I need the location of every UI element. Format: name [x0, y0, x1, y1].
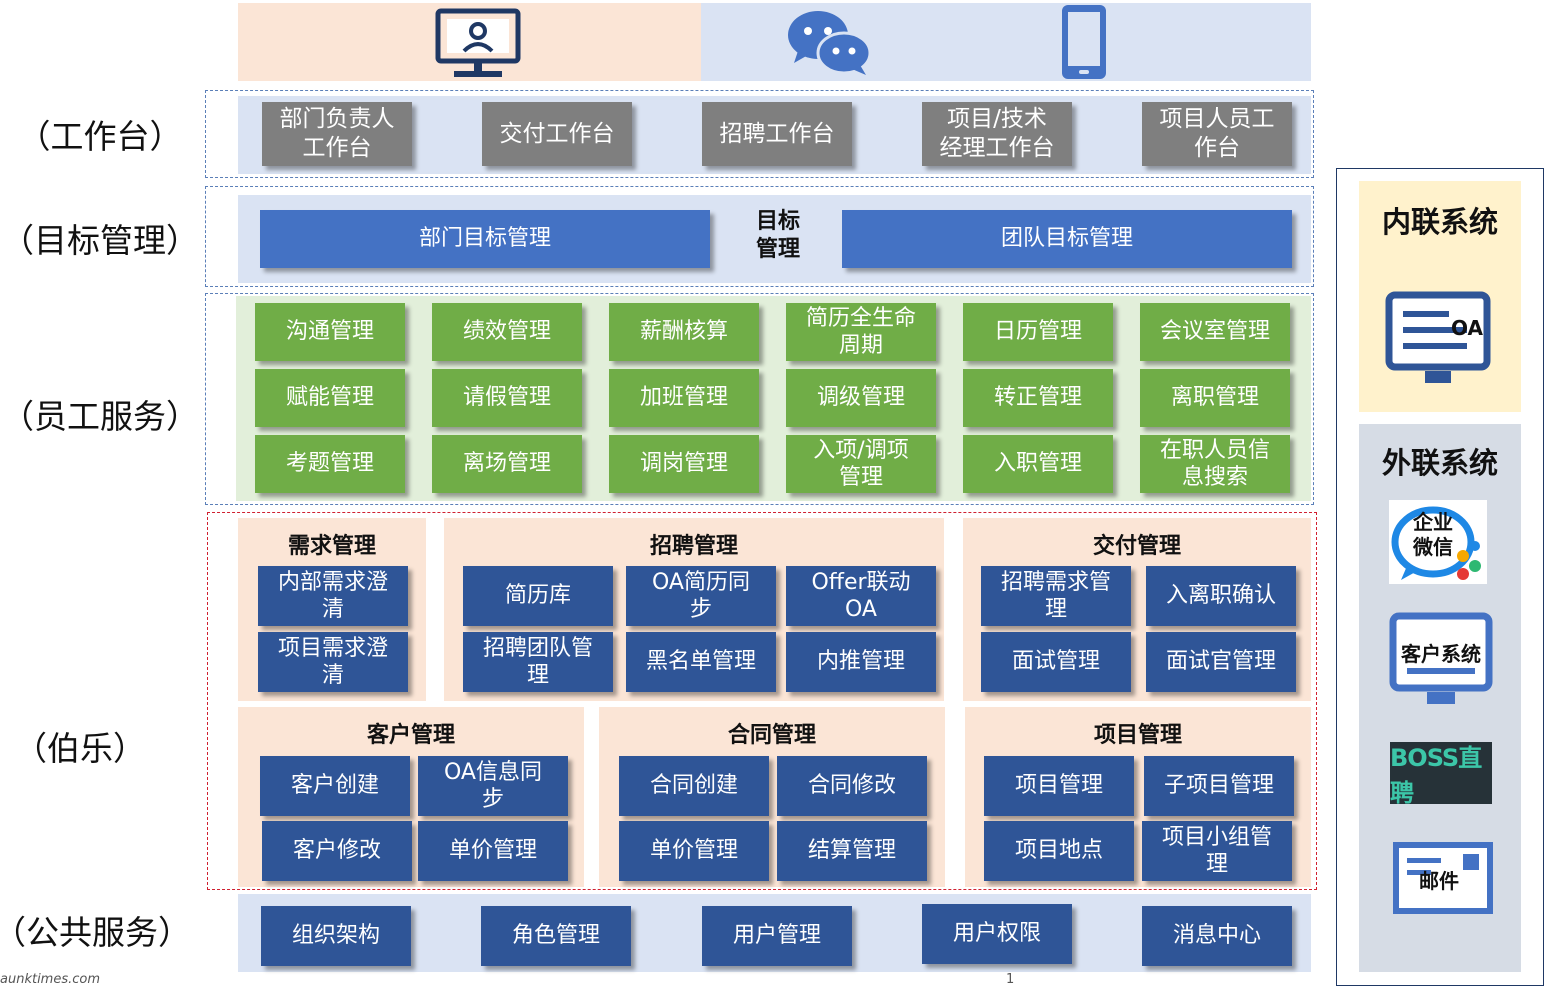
delivery-title: 交付管理: [1092, 534, 1181, 559]
project-location[interactable]: 项目地点: [984, 821, 1134, 881]
demand-project-clarify[interactable]: 项目需求澄清: [258, 632, 408, 692]
wecom-label: 企业 微信: [1413, 510, 1453, 559]
delivery-interview[interactable]: 面试管理: [981, 632, 1131, 692]
employee-service-item[interactable]: 入项/调项管理: [786, 435, 936, 493]
contract-modify[interactable]: 合同修改: [777, 756, 927, 816]
row-label-public: （公共服务）: [0, 913, 191, 952]
employee-service-item[interactable]: 日历管理: [963, 303, 1113, 361]
row-label-workbench: （工作台）: [17, 117, 183, 156]
customer-create[interactable]: 客户创建: [260, 756, 410, 816]
contract-unit-price[interactable]: 单价管理: [619, 821, 769, 881]
customer-oa-sync[interactable]: OA信息同步: [418, 756, 568, 816]
public-user-permission[interactable]: 用户权限: [922, 904, 1072, 964]
workbench-project-staff[interactable]: 项目人员工作台: [1142, 102, 1292, 166]
team-target-button[interactable]: 团队目标管理: [842, 210, 1292, 268]
monitor-user-icon: [434, 7, 524, 81]
employee-service-item[interactable]: 会议室管理: [1140, 303, 1290, 361]
project-management[interactable]: 项目管理: [984, 756, 1134, 816]
workbench-frame: [205, 90, 1314, 178]
public-role-management[interactable]: 角色管理: [481, 906, 631, 966]
employee-frame: [205, 293, 1314, 505]
dept-target-button[interactable]: 部门目标管理: [260, 210, 710, 268]
contract-create[interactable]: 合同创建: [619, 756, 769, 816]
public-user-management[interactable]: 用户管理: [702, 906, 852, 966]
mail-label: 邮件: [1419, 869, 1459, 893]
customer-system-label: 客户系统: [1401, 642, 1481, 666]
demand-title: 需求管理: [287, 534, 376, 559]
employee-service-item[interactable]: 转正管理: [963, 369, 1113, 427]
employee-service-item[interactable]: 离职管理: [1140, 369, 1290, 427]
bole-frame: [207, 512, 1317, 890]
employee-service-item[interactable]: 绩效管理: [432, 303, 582, 361]
recruit-title: 招聘管理: [649, 534, 738, 559]
project-sub-project[interactable]: 子项目管理: [1144, 756, 1294, 816]
row-label-employee: （员工服务）: [1, 397, 199, 436]
customer-title: 客户管理: [366, 723, 455, 748]
public-org-structure[interactable]: 组织架构: [261, 906, 411, 966]
employee-band: [236, 296, 1311, 501]
external-systems-title: 外联系统: [1381, 446, 1498, 480]
oa-icon: [1385, 291, 1491, 387]
wechat-icon: [786, 9, 872, 77]
employee-service-item[interactable]: 调岗管理: [609, 435, 759, 493]
employee-service-item[interactable]: 调级管理: [786, 369, 936, 427]
customer-modify[interactable]: 客户修改: [262, 821, 412, 881]
employee-service-item[interactable]: 赋能管理: [255, 369, 405, 427]
recruit-blacklist[interactable]: 黑名单管理: [626, 632, 776, 692]
watermark: aunktimes.com: [0, 972, 101, 987]
contract-title: 合同管理: [727, 723, 816, 748]
page-number: 1: [1006, 972, 1015, 987]
workbench-project-tech-manager[interactable]: 项目/技术经理工作台: [922, 102, 1072, 166]
row-label-target: （目标管理）: [1, 221, 199, 260]
employee-service-item[interactable]: 沟通管理: [255, 303, 405, 361]
recruit-oa-resume-sync[interactable]: OA简历同步: [626, 566, 776, 626]
recruit-referral[interactable]: 内推管理: [786, 632, 936, 692]
employee-service-item[interactable]: 离场管理: [432, 435, 582, 493]
project-team-group[interactable]: 项目小组管理: [1142, 821, 1292, 881]
delivery-interviewer[interactable]: 面试官管理: [1146, 632, 1296, 692]
recruit-team-management[interactable]: 招聘团队管理: [463, 632, 613, 692]
boss-zhipin-logo: BOSS直聘: [1390, 742, 1492, 807]
wecom-icon: 企业 微信: [1389, 500, 1487, 584]
delivery-onboard-offboard-confirm[interactable]: 入离职确认: [1146, 566, 1296, 626]
employee-service-item[interactable]: 入职管理: [963, 435, 1113, 493]
employee-service-item[interactable]: 考题管理: [255, 435, 405, 493]
workbench-delivery[interactable]: 交付工作台: [482, 102, 632, 166]
employee-service-item[interactable]: 请假管理: [432, 369, 582, 427]
internal-systems-panel: 内联系统 OA: [1359, 181, 1521, 412]
recruit-resume-library[interactable]: 简历库: [463, 566, 613, 626]
target-center-label: 目标 管理: [755, 209, 800, 262]
employee-service-item[interactable]: 简历全生命周期: [786, 303, 936, 361]
boss-zhipin-label: BOSS直聘: [1390, 744, 1482, 807]
customer-unit-price[interactable]: 单价管理: [418, 821, 568, 881]
internal-systems-title: 内联系统: [1381, 205, 1498, 239]
oa-label: OA: [1451, 316, 1483, 340]
workbench-dept-head[interactable]: 部门负责人工作台: [262, 102, 412, 166]
delivery-recruit-demand[interactable]: 招聘需求管理: [981, 566, 1131, 626]
project-title: 项目管理: [1093, 723, 1182, 748]
workbench-recruit[interactable]: 招聘工作台: [702, 102, 852, 166]
employee-service-item[interactable]: 在职人员信息搜索: [1140, 435, 1290, 493]
contract-settlement[interactable]: 结算管理: [777, 821, 927, 881]
demand-internal-clarify[interactable]: 内部需求澄清: [258, 566, 408, 626]
public-message-center[interactable]: 消息中心: [1142, 906, 1292, 966]
mobile-phone-icon: [1059, 3, 1109, 81]
external-systems-panel: 外联系统 企业 微信 客户系统 BOSS直聘: [1359, 424, 1521, 972]
target-frame: [205, 186, 1314, 287]
customer-system-icon: [1389, 612, 1493, 708]
channel-banner: [238, 3, 1311, 81]
employee-service-item[interactable]: 加班管理: [609, 369, 759, 427]
mail-icon: [1393, 842, 1493, 914]
row-label-bole: （伯乐）: [14, 729, 146, 768]
employee-service-item[interactable]: 薪酬核算: [609, 303, 759, 361]
